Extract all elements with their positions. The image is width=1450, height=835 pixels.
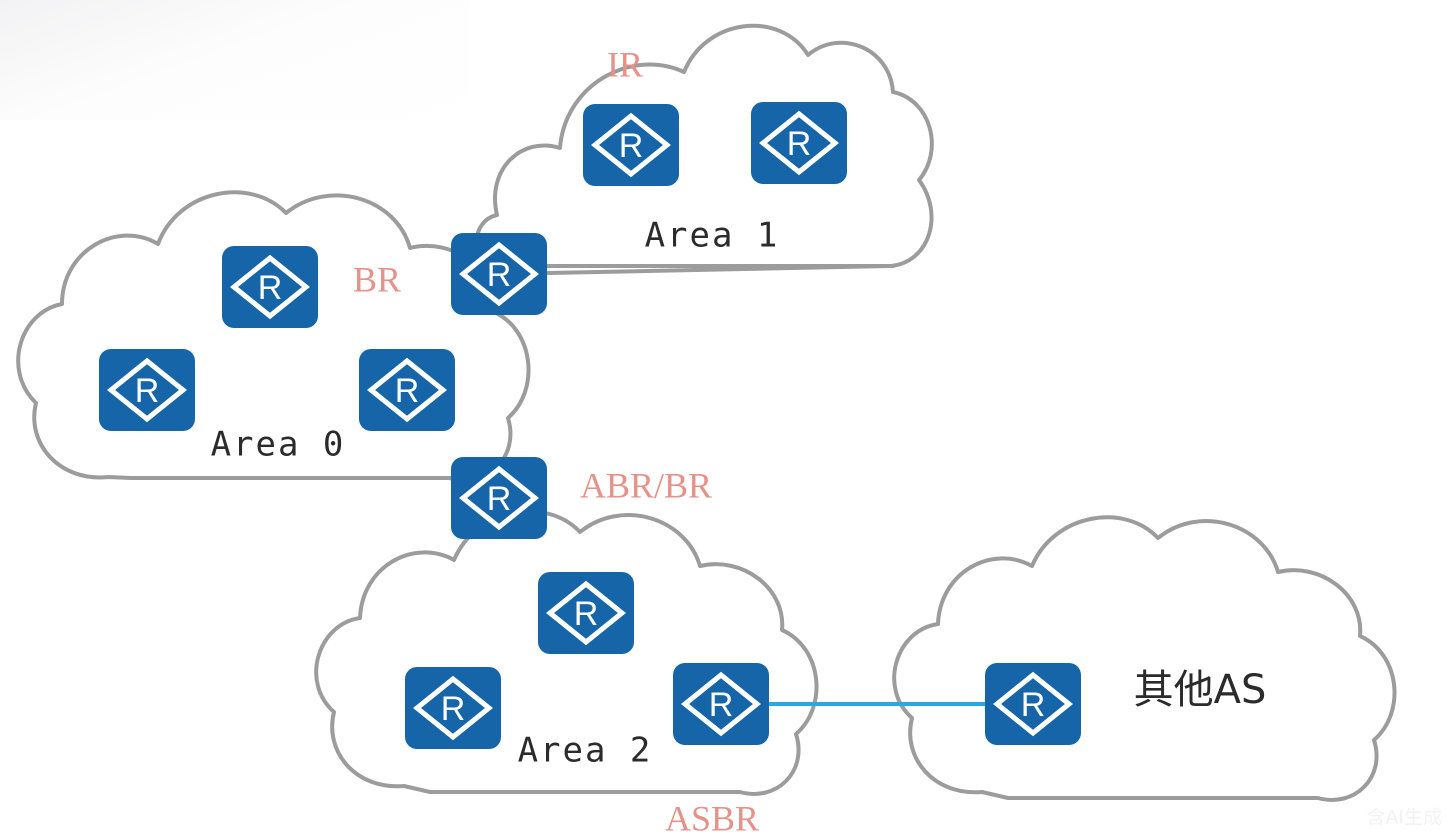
router-br[interactable] <box>451 233 547 315</box>
role-label-br: BR <box>353 259 401 299</box>
role-label-abr-br: ABR/BR <box>580 465 712 505</box>
router-asbr[interactable] <box>673 663 769 745</box>
role-label-ir: IR <box>607 44 643 84</box>
area-label-area2: Area 2 <box>518 731 653 771</box>
area-label-other-as: 其他AS <box>1134 667 1267 713</box>
router-area2-top[interactable] <box>538 572 634 654</box>
role-label-asbr: ASBR <box>665 798 759 835</box>
link-br-to-area1 <box>546 264 895 275</box>
cloud-area-1 <box>474 23 934 268</box>
ai-generated-watermark: 含AI生成 <box>1366 807 1442 829</box>
area-label-area1: Area 1 <box>645 216 780 256</box>
router-area2-left[interactable] <box>405 667 501 749</box>
router-area1-right[interactable] <box>751 102 847 184</box>
router-abr-br[interactable] <box>451 457 547 539</box>
router-area0-left[interactable] <box>99 349 195 431</box>
router-area1-left[interactable] <box>583 104 679 186</box>
router-other-as[interactable] <box>985 663 1081 745</box>
router-area0-right[interactable] <box>359 349 455 431</box>
cloud-other-as <box>892 515 1397 802</box>
area-label-area0: Area 0 <box>211 425 346 465</box>
link-group <box>158 264 990 706</box>
router-area0-top[interactable] <box>222 246 318 328</box>
